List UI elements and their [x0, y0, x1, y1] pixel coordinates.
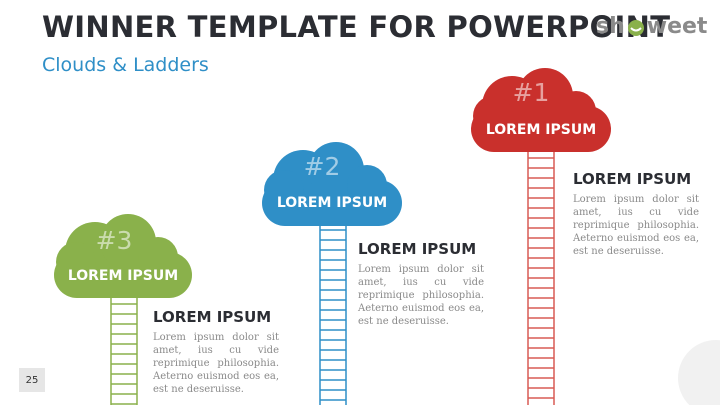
logo-text-end: weet [646, 14, 708, 39]
ladder-2 [319, 222, 347, 405]
ladder-3 [110, 296, 138, 405]
cloud-2-label: LOREM IPSUM [276, 195, 388, 211]
slide-subtitle: Clouds & Ladders [42, 54, 209, 76]
watermark-shape [678, 340, 720, 405]
logo-text-start: sh [596, 14, 625, 39]
cloud-1-label: LOREM IPSUM [485, 122, 597, 138]
item-3-heading: LOREM IPSUM [153, 308, 272, 326]
cloud-3-label: LOREM IPSUM [67, 268, 179, 284]
cloud-1 [471, 68, 611, 152]
item-1-text: Lorem ipsum dolor sit amet, ius cu vide … [573, 194, 699, 257]
item-3-text: Lorem ipsum dolor sit amet, ius cu vide … [153, 332, 279, 395]
showeet-logo: sh weet [596, 14, 707, 39]
cloud-3 [54, 214, 192, 298]
rank-1: #1 [512, 78, 550, 107]
rank-2: #2 [303, 152, 341, 181]
page-number: 25 [19, 368, 45, 392]
cloud-2 [262, 142, 402, 226]
item-2-heading: LOREM IPSUM [358, 240, 477, 258]
slide-title: WINNER TEMPLATE FOR POWERPOINT [42, 10, 671, 44]
ladder-1 [527, 150, 555, 405]
leaf-icon [627, 19, 644, 36]
rank-3: #3 [95, 226, 133, 255]
item-1-heading: LOREM IPSUM [573, 170, 692, 188]
item-2-text: Lorem ipsum dolor sit amet, ius cu vide … [358, 264, 484, 327]
